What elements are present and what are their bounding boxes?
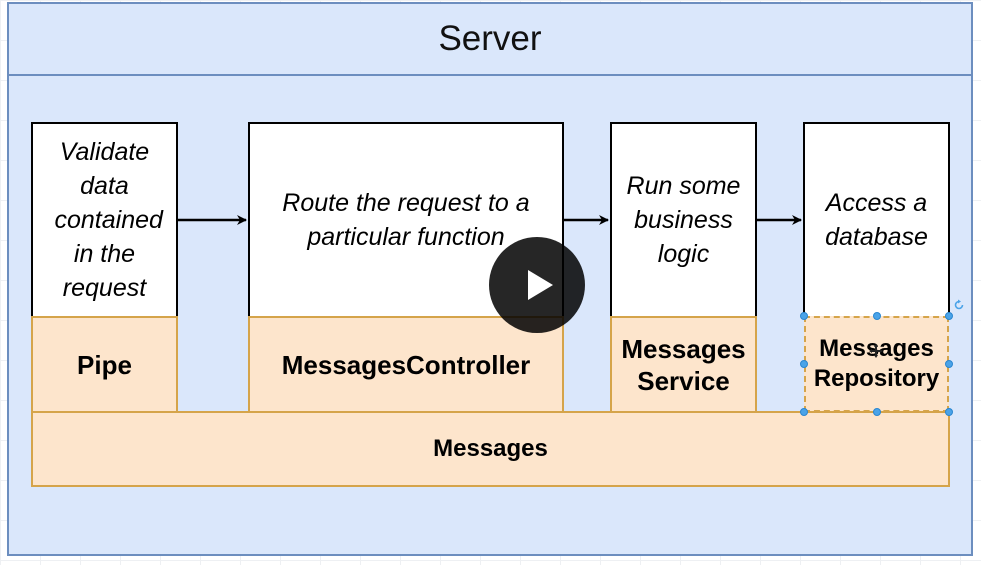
rotate-icon[interactable] bbox=[953, 299, 965, 311]
repository-description[interactable]: Access a database bbox=[803, 122, 950, 318]
selection-handle[interactable] bbox=[873, 312, 881, 320]
selection-handle[interactable] bbox=[800, 312, 808, 320]
move-cursor-icon bbox=[869, 344, 883, 358]
pipe-label: Pipe bbox=[77, 349, 132, 380]
selection-handle[interactable] bbox=[945, 312, 953, 320]
selection-handle[interactable] bbox=[800, 360, 808, 368]
controller-description-text: Route the request to a particular functi… bbox=[282, 189, 530, 251]
service-description-text: Run some business logic bbox=[626, 172, 741, 268]
service-description[interactable]: Run some business logic bbox=[610, 122, 757, 318]
selection-handle[interactable] bbox=[873, 408, 881, 416]
pipe-box[interactable]: Pipe bbox=[31, 316, 178, 413]
repository-description-text: Access a database bbox=[825, 189, 928, 251]
play-button[interactable] bbox=[489, 237, 585, 333]
messages-module-box[interactable]: Messages bbox=[31, 411, 950, 487]
pipe-description-text: Validate data contained in the request bbox=[54, 138, 163, 302]
selection-handle[interactable] bbox=[945, 360, 953, 368]
selection-handle[interactable] bbox=[945, 408, 953, 416]
play-icon bbox=[528, 270, 553, 300]
messages-controller-box[interactable]: MessagesController bbox=[248, 316, 564, 413]
server-title: Server bbox=[9, 4, 971, 76]
pipe-description[interactable]: Validate data contained in the request bbox=[31, 122, 178, 318]
selection-handle[interactable] bbox=[800, 408, 808, 416]
messages-service-box[interactable]: Messages Service bbox=[610, 316, 757, 413]
messages-module-label: Messages bbox=[433, 435, 548, 462]
messages-service-label: Messages Service bbox=[621, 333, 746, 396]
messages-controller-label: MessagesController bbox=[281, 349, 531, 380]
